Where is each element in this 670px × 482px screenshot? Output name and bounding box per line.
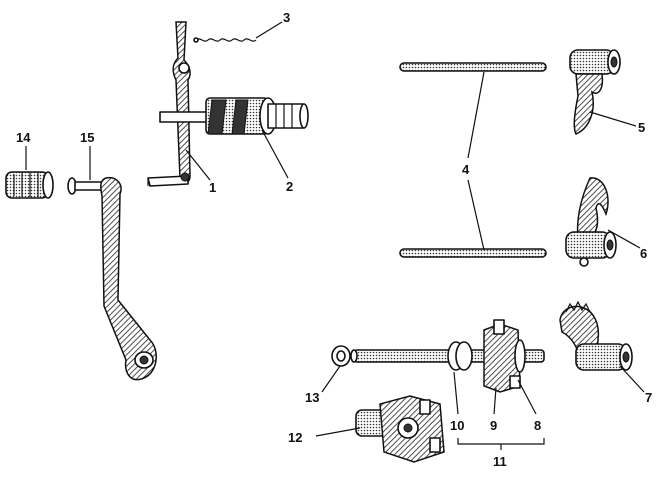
part-12-ratchet-hub [355,395,445,463]
label-12: 12 [288,430,302,445]
label-1: 1 [209,180,216,195]
label-3: 3 [283,10,290,25]
part-4-selector-rods [399,62,547,258]
label-13: 13 [305,390,319,405]
label-10: 10 [450,418,464,433]
part-3-spring [193,37,257,43]
label-4: 4 [462,162,470,177]
part-5-selector-fork [569,49,621,135]
label-14: 14 [16,130,31,145]
label-7: 7 [645,390,652,405]
label-11: 11 [493,454,507,469]
part-14-footrest-rubber [5,171,54,199]
leader-lines [25,21,645,450]
part-11-kickstart-shaft-assembly [350,319,545,393]
label-15: 15 [80,130,94,145]
part-1-selector-lever [147,21,191,187]
label-6: 6 [640,246,647,261]
part-2-selector-camshaft [159,97,309,135]
label-8: 8 [534,418,541,433]
part-7-selector-quadrant [559,300,633,371]
part-13-washer [331,345,351,367]
label-9: 9 [490,418,497,433]
label-2: 2 [286,179,293,194]
label-5: 5 [638,120,645,135]
part-number-labels: 1 2 3 4 5 6 7 8 9 10 11 12 13 14 15 [16,10,652,469]
part-6-selector-fork [565,177,617,267]
part-15-kickstart-lever [67,176,157,381]
